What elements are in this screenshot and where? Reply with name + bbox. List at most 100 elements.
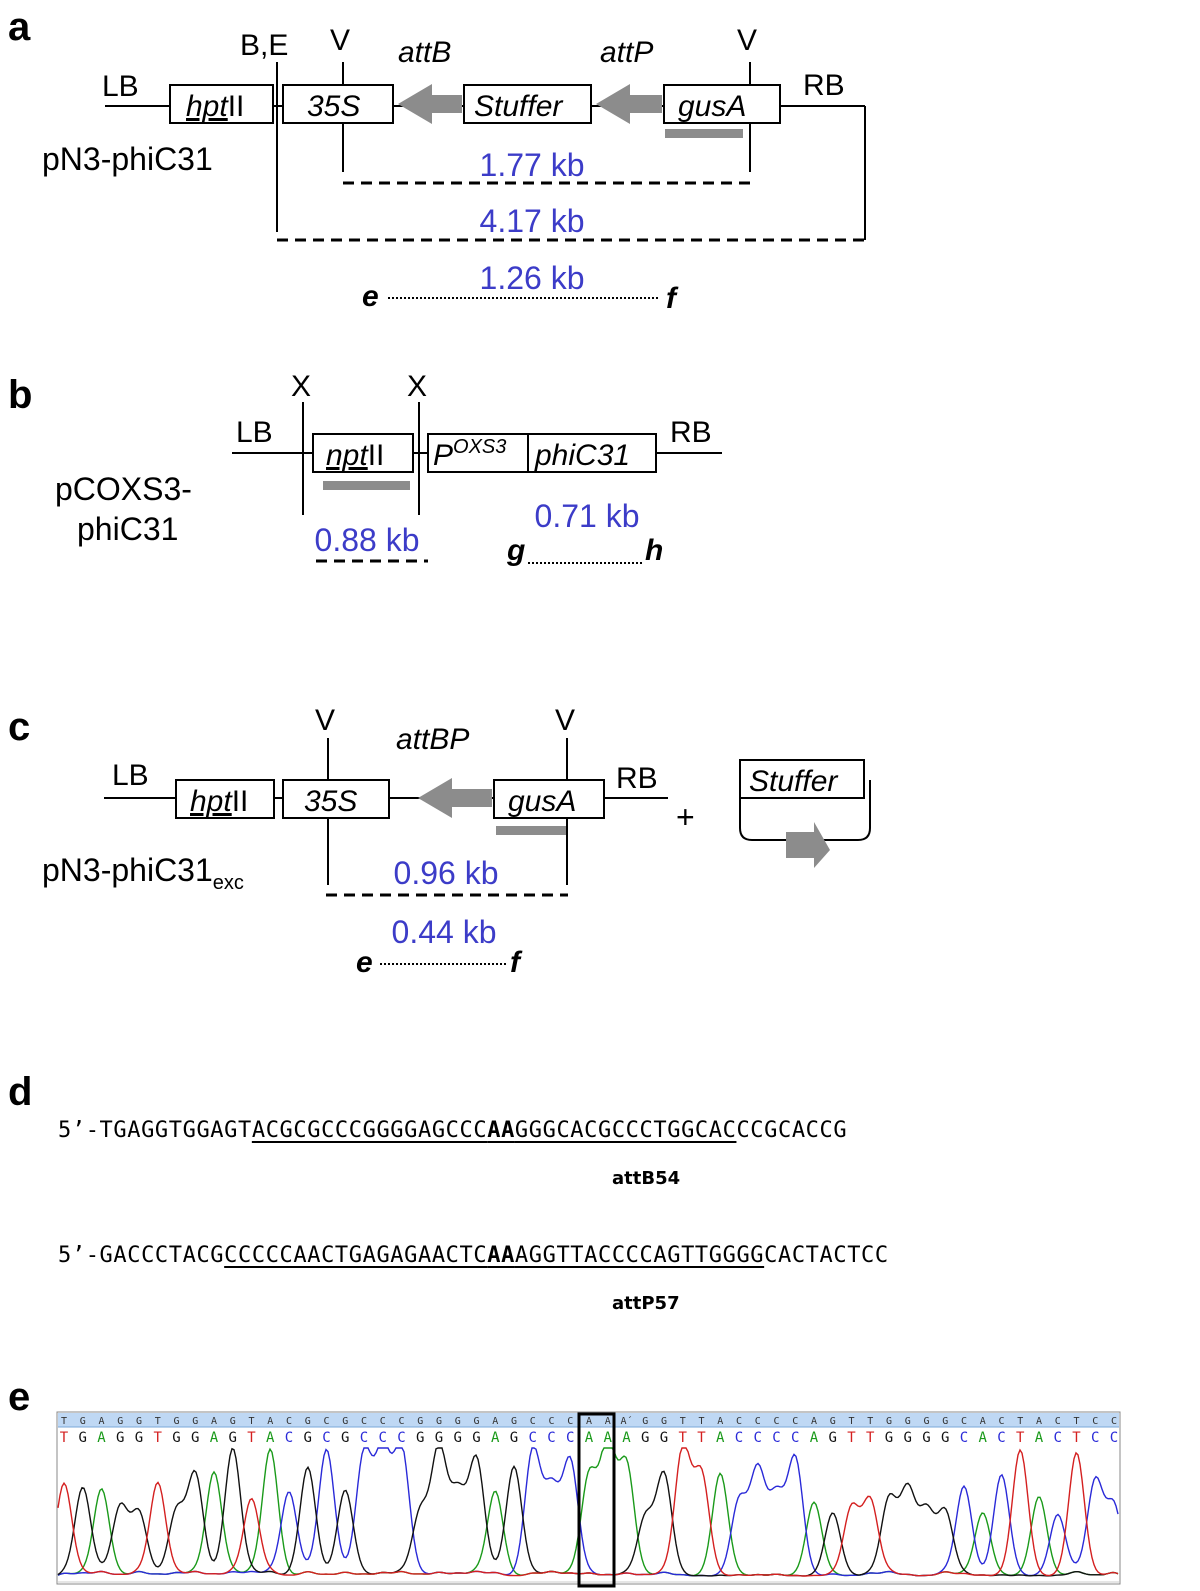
construct-name: pN3-phiC31 <box>42 141 213 177</box>
promoter-label: POXS3 <box>433 436 506 472</box>
top-base-call: C <box>548 1416 554 1427</box>
top-base-call: T <box>1073 1416 1079 1427</box>
attb54-name: attB54 <box>612 1168 681 1189</box>
top-base-call: G <box>455 1416 461 1427</box>
base-call: T <box>154 1430 163 1446</box>
primer-f-label: f <box>666 282 679 315</box>
top-base-call: C <box>380 1416 386 1427</box>
top-base-call: C <box>961 1416 967 1427</box>
base-call: C <box>997 1430 1005 1446</box>
panel-b: b LB RB X X nptII POXS3 phiC31 pCOXS3- p… <box>8 370 722 567</box>
construct-name-line1: pCOXS3- <box>55 471 192 507</box>
size-label-1: 1.77 kb <box>480 147 585 183</box>
top-base-call: G <box>80 1416 86 1427</box>
base-call: C <box>1054 1430 1062 1446</box>
base-call: C <box>772 1430 780 1446</box>
attb-arrow <box>398 84 462 124</box>
base-call: G <box>229 1430 237 1446</box>
top-base-call: T <box>61 1416 67 1427</box>
npt-label: nptII <box>326 439 384 472</box>
base-call: A <box>810 1430 819 1446</box>
top-base-call: T <box>155 1416 161 1427</box>
rb-label: RB <box>803 69 845 102</box>
top-base-call: G <box>230 1416 236 1427</box>
primer-g-label: g <box>506 534 525 567</box>
base-call: G <box>341 1430 349 1446</box>
top-base-call: C <box>1111 1416 1117 1427</box>
base-call: G <box>885 1430 893 1446</box>
attb54-sequence: 5’-TGAGGTGGAGTACGCGCCCGGGGAGCCCAAGGGCACG… <box>58 1118 848 1143</box>
base-call: A <box>491 1430 500 1446</box>
promoter-box <box>427 433 529 473</box>
top-base-call: G <box>342 1416 348 1427</box>
trace-c <box>57 1447 1119 1577</box>
panel-label-b: b <box>8 373 32 417</box>
p35s-label: 35S <box>307 90 360 123</box>
base-call: T <box>697 1430 706 1446</box>
top-base-call: G <box>661 1416 667 1427</box>
primer-e-label: e <box>362 280 379 313</box>
top-base-call: G <box>305 1416 311 1427</box>
site-v1-label: V <box>315 704 335 737</box>
base-call: T <box>1016 1430 1025 1446</box>
top-base-call: C <box>792 1416 798 1427</box>
base-call: G <box>79 1430 87 1446</box>
plus-sign: + <box>676 799 695 835</box>
base-call: G <box>922 1430 930 1446</box>
top-base-call: A <box>1036 1416 1042 1427</box>
p35s-box <box>282 779 390 819</box>
top-base-call: T <box>680 1416 686 1427</box>
attp57-sequence: 5’-GACCCTACGCCCCCAACTGAGAGAACTCAAAGGTTAC… <box>58 1243 889 1268</box>
gusa-probe-bar <box>665 129 743 138</box>
base-call: G <box>510 1430 518 1446</box>
top-base-call: T <box>867 1416 873 1427</box>
top-base-call: G <box>923 1416 929 1427</box>
panel-c: c LB RB V V hptII 35S attBP gusA + Stuff… <box>8 704 871 979</box>
stuffer-label: Stuffer <box>749 765 838 798</box>
site-v2-label: V <box>737 24 757 57</box>
top-base-call: G <box>173 1416 179 1427</box>
base-call: A <box>716 1430 725 1446</box>
base-call: T <box>847 1430 856 1446</box>
size-label-1: 0.96 kb <box>394 855 499 891</box>
top-base-call: G <box>417 1416 423 1427</box>
primer-f-label: f <box>510 946 523 979</box>
primer-h-label: h <box>645 534 663 567</box>
lb-label: LB <box>102 70 139 103</box>
site-x1-label: X <box>291 370 311 403</box>
hpt-label: hptII <box>186 90 244 123</box>
construct-name-line2: phiC31 <box>77 511 178 547</box>
panel-label-e: e <box>8 1375 30 1419</box>
hpt-box <box>169 84 274 124</box>
top-base-call: G <box>886 1416 892 1427</box>
lb-label: LB <box>112 759 149 792</box>
top-base-call: C <box>398 1416 404 1427</box>
p35s-label: 35S <box>304 785 357 818</box>
top-base-call: C <box>361 1416 367 1427</box>
attbp-label: attBP <box>396 723 469 756</box>
site-be-label: B,E <box>240 29 288 62</box>
attb-label: attB <box>398 36 451 69</box>
top-base-call: C <box>567 1416 573 1427</box>
top-base-call: A´ <box>620 1415 632 1427</box>
top-base-call: G <box>436 1416 442 1427</box>
base-call: T <box>866 1430 875 1446</box>
top-base-call: A <box>605 1416 611 1427</box>
size-label-2: 0.44 kb <box>392 914 497 950</box>
crossover-highlight-box <box>577 1412 616 1588</box>
construct-name: pN3-phiC31exc <box>42 852 244 894</box>
size-label-2: 0.71 kb <box>535 498 640 534</box>
phic31-box <box>527 433 657 473</box>
rb-label: RB <box>670 416 712 449</box>
size-label-3: 1.26 kb <box>480 260 585 296</box>
rb-label: RB <box>616 762 658 795</box>
top-base-call: A <box>211 1416 217 1427</box>
base-call: C <box>285 1430 293 1446</box>
top-base-call: C <box>530 1416 536 1427</box>
base-call: G <box>135 1430 143 1446</box>
top-base-call: T <box>698 1416 704 1427</box>
base-call: A <box>97 1430 106 1446</box>
base-call: G <box>191 1430 199 1446</box>
